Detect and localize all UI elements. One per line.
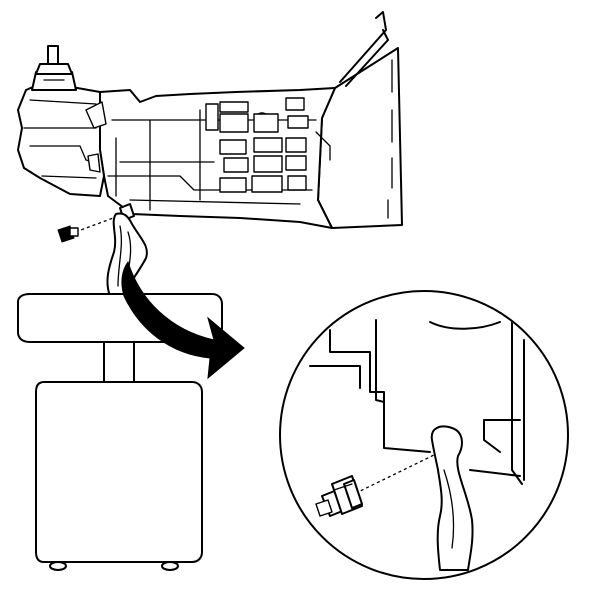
drain-plug-detail <box>315 475 363 517</box>
direction-arrow <box>121 260 245 380</box>
tail-housing <box>17 83 105 197</box>
drain-pan <box>17 293 223 571</box>
drain-pan-base <box>35 381 203 563</box>
bell-housing <box>317 47 403 229</box>
case-panels <box>205 97 309 193</box>
drain-pan-post <box>103 341 135 383</box>
drain-plug <box>57 213 125 243</box>
shift-tower <box>31 45 77 91</box>
rag-detail <box>430 425 474 571</box>
transmission-assembly <box>17 11 403 229</box>
detail-callout-circle <box>279 290 569 580</box>
